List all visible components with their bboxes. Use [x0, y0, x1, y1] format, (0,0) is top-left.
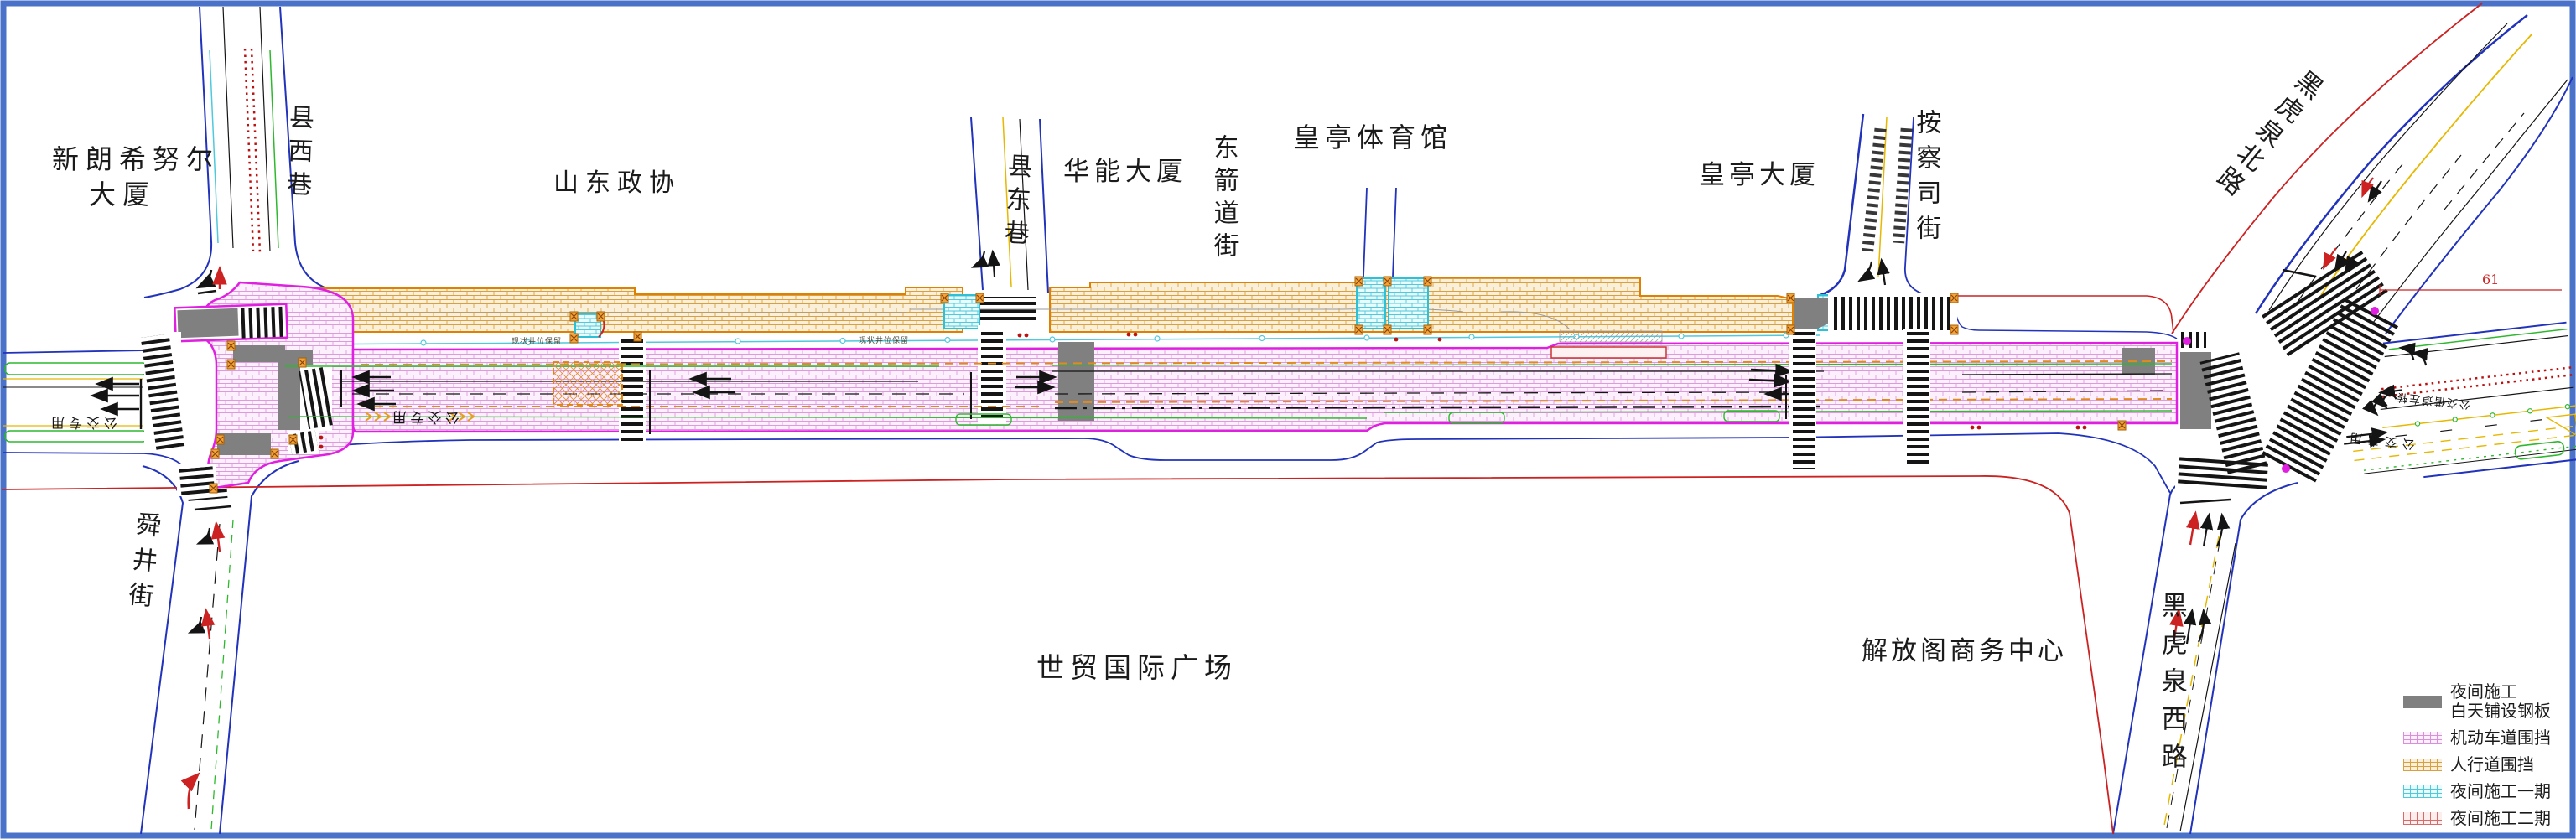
- legend-item-night-steel: 夜间施工 白天铺设钢板: [2403, 682, 2576, 721]
- legend-swatch-motor-barrier: [2403, 732, 2442, 744]
- legend-swatch-phase2: [2403, 812, 2442, 825]
- street-heihuquan-west: [2112, 456, 2298, 835]
- label-anchasi-street: 按察司街: [1911, 109, 1941, 250]
- label-huangting-gym: 皇亭体育馆: [1293, 122, 1453, 153]
- label-heihuquan-west-road: 黑虎泉西路: [2156, 592, 2187, 780]
- label-xiandong-alley: 县东巷: [998, 152, 1033, 254]
- main-road-curbs: [1, 295, 2178, 835]
- marking-bus-lane-west: 公交专用: [47, 415, 118, 431]
- right-intersection: [2178, 285, 2562, 483]
- legend-swatch-phase1: [2403, 785, 2442, 798]
- legend-label-phase1: 夜间施工一期: [2450, 781, 2551, 801]
- label-xinlang-building-line1: 新朗希努尔: [52, 143, 221, 175]
- street-dongjiandao: [1363, 187, 1397, 277]
- note-existing-utility-right: 现状井位保留: [859, 337, 910, 345]
- legend-item-phase1: 夜间施工一期: [2403, 782, 2576, 801]
- legend-item-sidewalk-barrier: 人行道围挡: [2403, 755, 2576, 774]
- anchasi-crossings: [1789, 293, 1957, 473]
- street-shunjing: [140, 460, 299, 835]
- legend: 夜间施工 白天铺设钢板 机动车道围挡 人行道围挡 夜间施工一期 夜间施工二期: [2403, 682, 2576, 836]
- label-shandong-zhengxie: 山东政协: [553, 168, 681, 198]
- note-existing-utility-left: 现状井位保留: [512, 338, 563, 346]
- legend-swatch-steel: [2403, 695, 2442, 708]
- marking-bus-lane-main: 公交专用: [389, 408, 460, 425]
- dimension-61: 61: [2482, 272, 2500, 287]
- legend-label-motor-barrier: 机动车道围挡: [2450, 728, 2551, 748]
- work-zone-markings: [285, 330, 2173, 449]
- label-jiefangge-center: 解放阁商务中心: [1862, 636, 2067, 666]
- label-xinlang-building-line2: 大厦: [89, 179, 157, 210]
- legend-label-sidewalk-barrier: 人行道围挡: [2450, 754, 2534, 774]
- legend-swatch-sidewalk-barrier: [2403, 759, 2442, 771]
- label-xianxi-alley: 县西巷: [281, 103, 314, 205]
- label-shimao-plaza: 世贸国际广场: [1036, 651, 1238, 684]
- legend-item-phase2: 夜间施工二期: [2403, 809, 2576, 828]
- road-heihuquan-north: [2171, 3, 2573, 359]
- label-dongjiandao-street: 东箭道街: [1208, 134, 1239, 265]
- legend-label-night-line1: 夜间施工: [2450, 681, 2517, 702]
- legend-item-motor-barrier: 机动车道围挡: [2403, 728, 2576, 748]
- label-huaneng-tower: 华能大厦: [1063, 157, 1187, 187]
- legend-label-phase2: 夜间施工二期: [2450, 808, 2551, 828]
- label-huangting-tower: 皇亭大厦: [1699, 160, 1820, 190]
- main-road-east-leg: [2344, 321, 2576, 479]
- legend-label-night-line2: 白天铺设钢板: [2450, 701, 2551, 721]
